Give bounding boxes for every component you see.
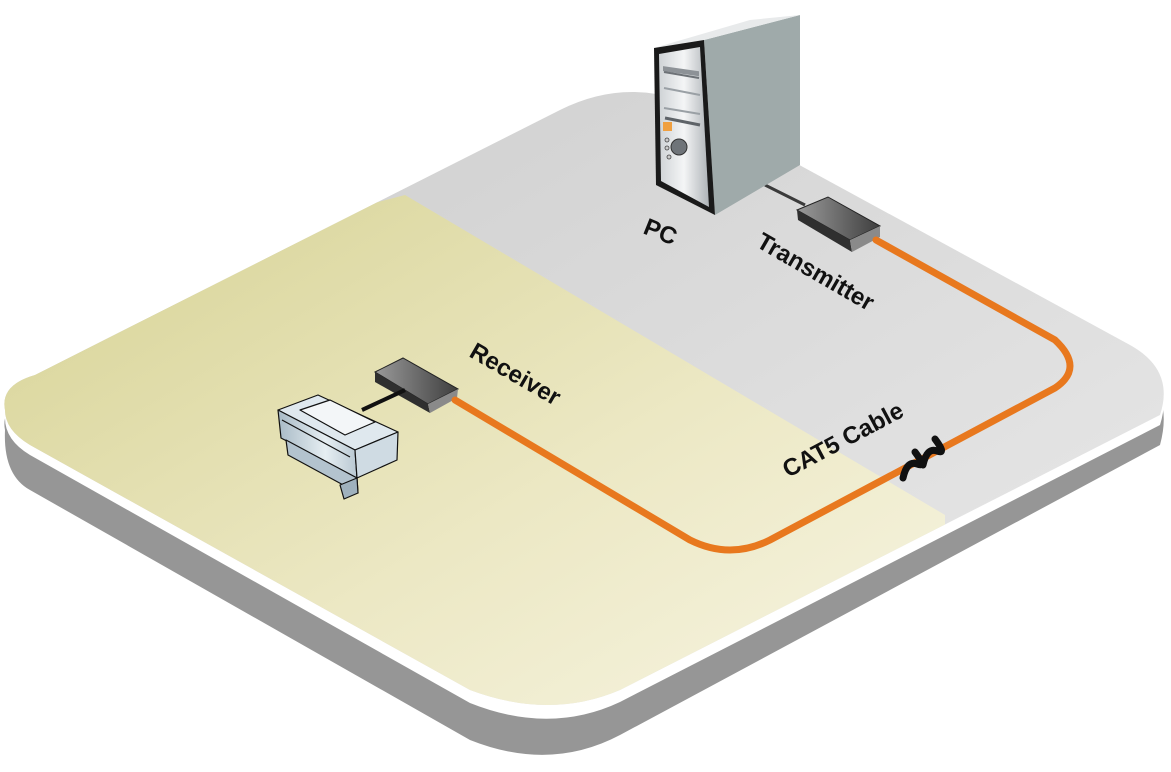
platform-top bbox=[4, 92, 1164, 705]
pc-transmitter-cable bbox=[764, 183, 806, 207]
printer-icon[interactable] bbox=[277, 394, 399, 500]
transmitter-icon[interactable] bbox=[795, 196, 882, 252]
pc-tower-icon bbox=[654, 15, 800, 215]
receiver-printer-cable bbox=[361, 388, 406, 412]
cable-break-icon bbox=[899, 435, 945, 482]
cat5-cable bbox=[451, 236, 1074, 554]
